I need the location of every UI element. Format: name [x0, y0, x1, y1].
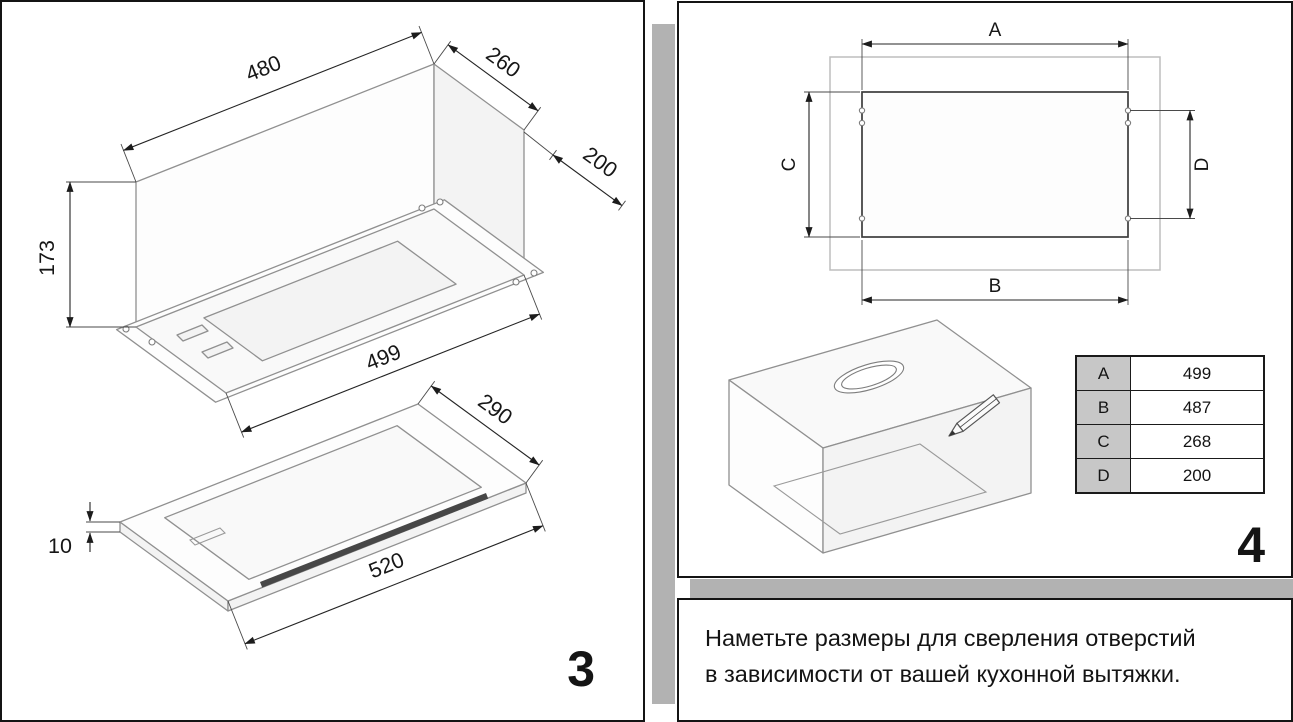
dim-d-label: D [1192, 158, 1213, 172]
dimension-200: 200 [523, 131, 626, 211]
table-key-b: B [1077, 391, 1131, 424]
dim-200-label: 200 [579, 142, 622, 183]
table-value-c: 268 [1131, 425, 1263, 458]
duct-hole [833, 360, 905, 394]
hood-glass-panel-wireframe [119, 403, 527, 612]
panel-step-3: 480 260 200 173 [0, 0, 645, 722]
hood-dimensions-drawing: 480 260 200 173 [35, 25, 626, 650]
vertical-separator [652, 24, 675, 704]
dimension-d: D [1130, 109, 1213, 220]
drilling-template-outline [829, 56, 1161, 271]
dim-b-label: B [989, 276, 1002, 297]
pencil-icon [948, 394, 1001, 437]
dim-a-label: A [989, 20, 1002, 41]
table-row: B 487 [1077, 390, 1263, 424]
note-line-1: Наметьте размеры для сверления отверстий [705, 625, 1196, 651]
dim-260-label: 260 [482, 42, 525, 83]
table-value-d: 200 [1131, 459, 1263, 492]
instruction-note: Наметьте размеры для сверления отверстий… [677, 598, 1293, 722]
table-key-a: A [1077, 357, 1131, 390]
table-row: A 499 [1077, 357, 1263, 390]
table-row: C 268 [1077, 424, 1263, 458]
step-number-4: 4 [1237, 517, 1265, 573]
dimension-a: A [861, 20, 1129, 90]
table-value-b: 487 [1131, 391, 1263, 424]
dimension-b: B [861, 240, 1129, 305]
dim-290-label: 290 [474, 389, 517, 430]
hood-box-isometric [728, 319, 1032, 554]
dimensions-table: A 499 B 487 C 268 D 200 [1075, 355, 1265, 494]
note-line-2: в зависимости от вашей кухонной вытяжки. [705, 661, 1181, 688]
dimension-c: C [779, 91, 860, 238]
horizontal-separator [690, 579, 1293, 598]
table-key-d: D [1077, 459, 1131, 492]
dim-480-label: 480 [242, 51, 284, 87]
table-key-c: C [1077, 425, 1131, 458]
drilling-template-drawing: A B C D [728, 20, 1213, 554]
dim-173-label: 173 [35, 240, 59, 276]
hood-housing-wireframe [115, 63, 545, 403]
table-value-a: 499 [1131, 357, 1263, 390]
step-number-3: 3 [567, 641, 595, 697]
table-row: D 200 [1077, 458, 1263, 492]
panel-step-4: A B C D [677, 1, 1293, 578]
dimension-10: 10 [48, 502, 120, 558]
dim-10-label: 10 [48, 534, 72, 558]
dimension-173: 173 [35, 181, 136, 328]
dim-c-label: C [779, 158, 800, 172]
